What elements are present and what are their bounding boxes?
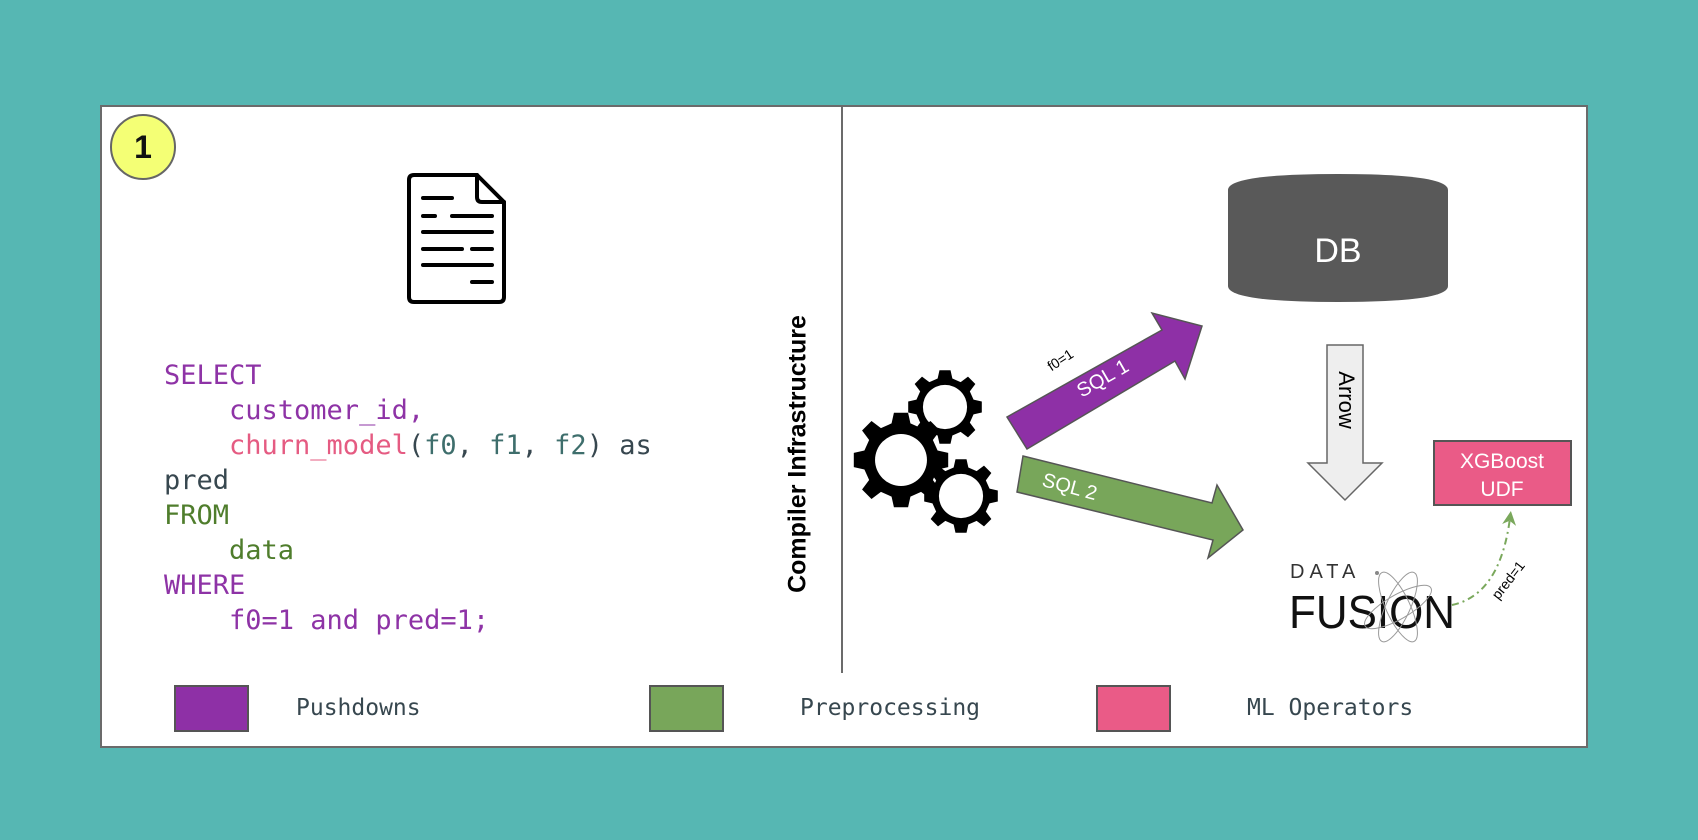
code-line: churn_model(f0, f1, f2) as bbox=[164, 428, 652, 463]
code-token: SELECT bbox=[164, 360, 262, 391]
sql1-filter-annotation: f0=1 bbox=[1044, 345, 1076, 374]
code-token: f1 bbox=[489, 430, 522, 461]
code-token: , bbox=[521, 430, 555, 461]
arrow-transfer-label: Arrow bbox=[1334, 371, 1359, 429]
datafusion-logo-line1: DATA bbox=[1290, 561, 1360, 583]
code-line: data bbox=[164, 533, 652, 568]
datafusion-logo: DATA FUSION bbox=[1289, 561, 1455, 643]
code-line: customer_id, bbox=[164, 393, 652, 428]
legend-swatch-ml-operators bbox=[1096, 685, 1171, 732]
code-line: WHERE bbox=[164, 568, 652, 603]
sql1-arrow-shape bbox=[1005, 311, 1203, 451]
code-line: f0=1 and pred=1; bbox=[164, 603, 652, 638]
code-token: ) as bbox=[586, 430, 652, 461]
code-token: f0=1 and pred=1; bbox=[164, 605, 490, 636]
database-icon: DB bbox=[1228, 174, 1448, 302]
code-line: SELECT bbox=[164, 358, 652, 393]
legend-label-ml-operators: ML Operators bbox=[1247, 695, 1414, 721]
code-token: ( bbox=[407, 430, 425, 461]
code-token: customer_id, bbox=[164, 395, 425, 426]
sql-query: SELECT customer_id, churn_model(f0, f1, … bbox=[164, 358, 652, 638]
code-token: churn_model bbox=[164, 430, 408, 461]
sql2-arrow: SQL 2 bbox=[1016, 455, 1244, 561]
code-token: FROM bbox=[164, 500, 230, 531]
code-token: WHERE bbox=[164, 570, 246, 601]
pred-filter-label: pred=1 bbox=[1488, 557, 1528, 602]
code-line: FROM bbox=[164, 498, 652, 533]
legend-label-preprocessing: Preprocessing bbox=[800, 695, 981, 721]
pred-filter-edge: pred=1 bbox=[1451, 511, 1528, 606]
code-token: data bbox=[164, 535, 295, 566]
panel-divider bbox=[841, 105, 843, 673]
arrow-transfer-arrow: Arrow bbox=[1306, 344, 1384, 502]
code-token: pred bbox=[164, 465, 230, 496]
code-token: , bbox=[456, 430, 490, 461]
gears-icon bbox=[853, 370, 998, 533]
xgboost-udf-box: XGBoost UDF bbox=[1433, 440, 1572, 506]
sql2-arrow-shape bbox=[1016, 455, 1244, 561]
udf-label-line1: XGBoost bbox=[1460, 450, 1544, 473]
legend-swatch-preprocessing bbox=[649, 685, 724, 732]
code-token: f0 bbox=[424, 430, 457, 461]
code-token: f2 bbox=[554, 430, 587, 461]
db-label: DB bbox=[1314, 232, 1361, 270]
step-number: 1 bbox=[134, 128, 152, 165]
sql1-arrow: SQL 1 f0=1 bbox=[1005, 311, 1203, 451]
code-line: pred bbox=[164, 463, 652, 498]
legend-swatch-pushdowns bbox=[174, 685, 249, 732]
legend-label-pushdowns: Pushdowns bbox=[296, 695, 421, 721]
step-badge: 1 bbox=[110, 114, 176, 180]
udf-label-line2: UDF bbox=[1480, 478, 1523, 501]
atom-icon bbox=[1364, 571, 1432, 643]
